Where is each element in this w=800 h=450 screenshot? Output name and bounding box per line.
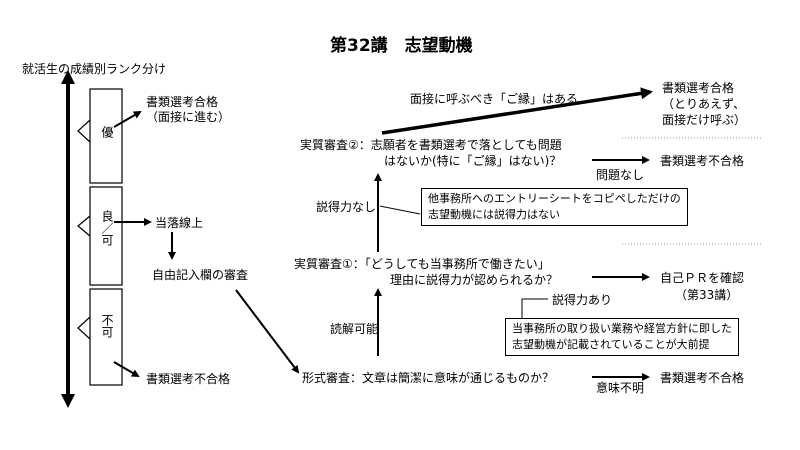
arrow-review-formal	[235, 289, 300, 374]
no-problem-label: 問題なし	[596, 168, 645, 182]
not-persuasive-callout-line1: 他事務所へのエントリーシートをコピペしただけの	[428, 192, 681, 205]
notch-fail	[77, 316, 91, 340]
substantive1-line1: 実質審査①：「どうしても当事務所で働きたい」	[294, 257, 550, 271]
rank-label-good: 良／可	[100, 210, 114, 246]
persuasive-callout-line1: 当事務所の取り扱い業務や経営方針に即した	[512, 322, 732, 335]
substantive2-line1: 実質審査②：志願者を書類選考で落としても問題	[300, 138, 562, 152]
arrow-sub2-pass	[381, 87, 653, 135]
self-pr-line1: 自己ＰＲを確認	[660, 271, 745, 285]
rank-label-fail: 不可	[100, 314, 114, 338]
final-pass-line1: 書類選考合格	[662, 81, 735, 95]
arrow-excellent-pass	[113, 111, 142, 128]
borderline-label: 当落線上	[155, 216, 204, 230]
substantive1-line2: 理由に説得力が認められるか？	[390, 273, 559, 287]
notch-good	[77, 215, 91, 237]
free-field-review-label: 自由記入欄の審査	[152, 268, 249, 282]
not-persuasive-callout: 他事務所へのエントリーシートをコピペしただけの 志望動機には説得力はない	[421, 188, 688, 226]
notch-excellent	[77, 119, 91, 143]
self-pr-line2: （第33講）	[675, 288, 739, 302]
final-pass-line3: 面接だけ呼ぶ）	[662, 113, 747, 127]
excellent-result-line1: 書類選考合格	[146, 95, 219, 109]
page-title: 第32講 志望動機	[330, 36, 473, 56]
not-persuasive-label: 説得力なし	[316, 200, 377, 214]
readable-label: 読解可能	[330, 322, 379, 336]
substantive2-line2: はないか(特に「ご縁」はない)？	[384, 154, 562, 168]
not-persuasive-callout-line2: 志望動機には説得力はない	[428, 208, 560, 221]
sub2-fail-label: 書類選考不合格	[660, 154, 745, 168]
rank-heading: 就活生の成績別ランク分け	[22, 62, 167, 76]
rank-axis-arrow-top	[61, 70, 75, 84]
meaning-unclear-label: 意味不明	[596, 381, 645, 395]
rank-box-fail	[89, 288, 123, 386]
excellent-result-line2: （面接に進む）	[146, 110, 231, 124]
fail-result-label: 書類選考不合格	[146, 372, 231, 386]
connector-persuasive	[521, 298, 548, 318]
connector-not-persuasive	[379, 205, 421, 215]
bond-exists-label: 面接に呼ぶべき「ご縁」はある	[410, 92, 579, 106]
persuasive-callout-line2: 志望動機が記載されていることが大前提	[512, 338, 710, 351]
arrow-fail-result	[113, 361, 140, 378]
rank-label-excellent: 優	[100, 126, 114, 138]
formal-review-label: 形式審査：文章は簡潔に意味が通じるものか？	[302, 371, 555, 385]
formal-fail-label: 書類選考不合格	[660, 371, 745, 385]
rank-axis-arrow-bottom	[61, 394, 75, 408]
persuasive-callout: 当事務所の取り扱い業務や経営方針に即した 志望動機が記載されていることが大前提	[505, 318, 739, 356]
final-pass-line2: （とりあえず、	[662, 97, 746, 111]
persuasive-label: 説得力あり	[552, 293, 613, 307]
rank-box-excellent	[89, 88, 123, 184]
